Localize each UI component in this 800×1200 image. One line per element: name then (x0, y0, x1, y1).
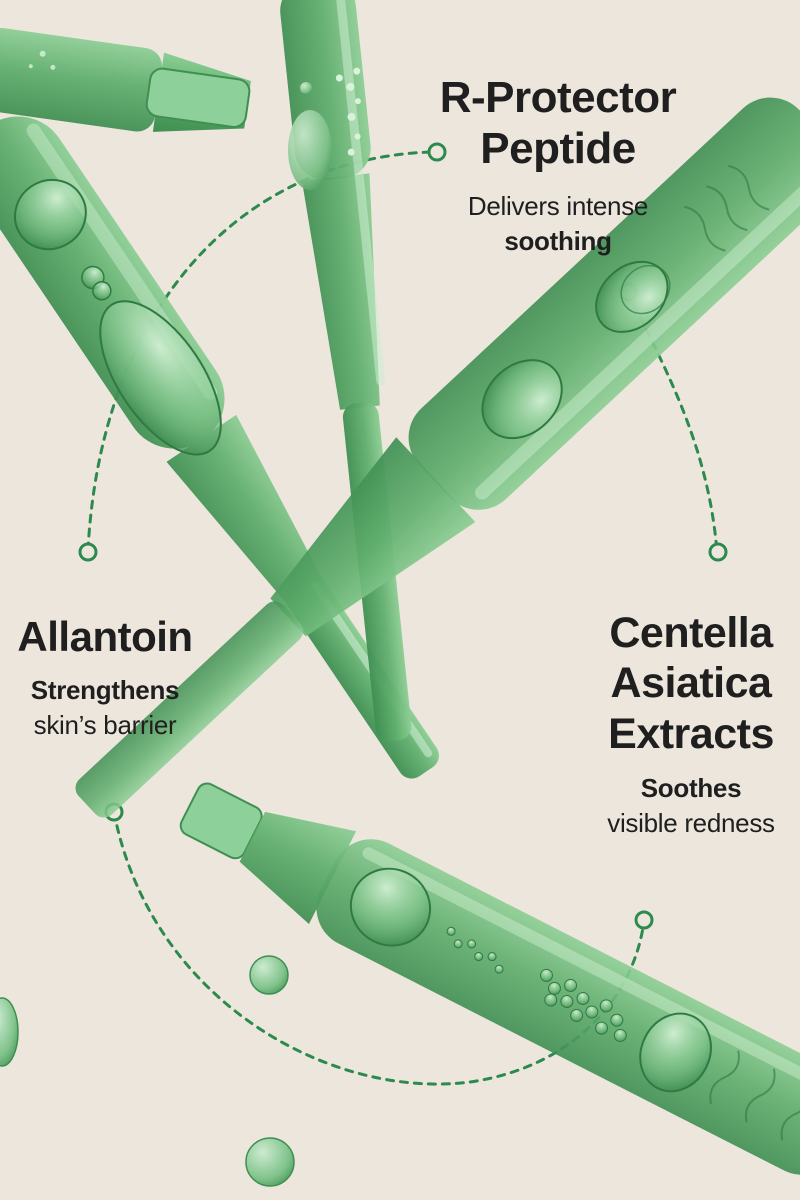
ingredient-r-protector-peptide: R-Protector Peptide Delivers intense soo… (420, 72, 696, 259)
ingredient-desc-bold: Soothes (640, 772, 742, 803)
ingredient-title: Centella Asiatica Extracts (582, 608, 800, 759)
ingredient-description: Delivers intense soothing (420, 189, 696, 259)
droplet-icon (0, 997, 19, 1067)
ingredient-title-line: R-Protector (439, 73, 677, 122)
ingredient-title-line: Extracts (608, 709, 774, 758)
droplet-icon (245, 1137, 295, 1187)
droplet-icon (300, 82, 312, 94)
ingredient-title: R-Protector Peptide (420, 72, 696, 175)
ingredient-desc-plain: Delivers intense (467, 190, 649, 221)
ingredient-description: Strengthens skin’s barrier (8, 673, 202, 743)
ingredient-desc-plain: skin’s barrier (33, 710, 177, 741)
ingredient-title-line: Asiatica (610, 659, 772, 708)
ingredient-desc-bold: soothing (504, 226, 612, 257)
connector-dot-icon (78, 542, 98, 562)
droplet-icon (249, 955, 289, 995)
ingredient-desc-bold: Strengthens (30, 675, 180, 706)
ingredient-title-line: Allantoin (17, 613, 193, 660)
ingredient-centella-asiatica: Centella Asiatica Extracts Soothes visib… (582, 608, 800, 841)
ingredient-title: Allantoin (8, 612, 202, 661)
pipette-icon (0, 27, 251, 132)
ingredient-desc-plain: visible redness (607, 807, 775, 838)
connector-dot-icon (427, 142, 447, 162)
ingredient-title-line: Peptide (480, 124, 636, 174)
ingredient-allantoin: Allantoin Strengthens skin’s barrier (8, 612, 202, 743)
ingredient-title-line: Centella (609, 609, 773, 657)
pipette-icon (75, 97, 800, 818)
ingredient-description: Soothes visible redness (582, 771, 800, 841)
connector-dot-icon (708, 542, 728, 562)
connector-dot-icon (634, 910, 654, 930)
pipette-icon (179, 782, 800, 1175)
